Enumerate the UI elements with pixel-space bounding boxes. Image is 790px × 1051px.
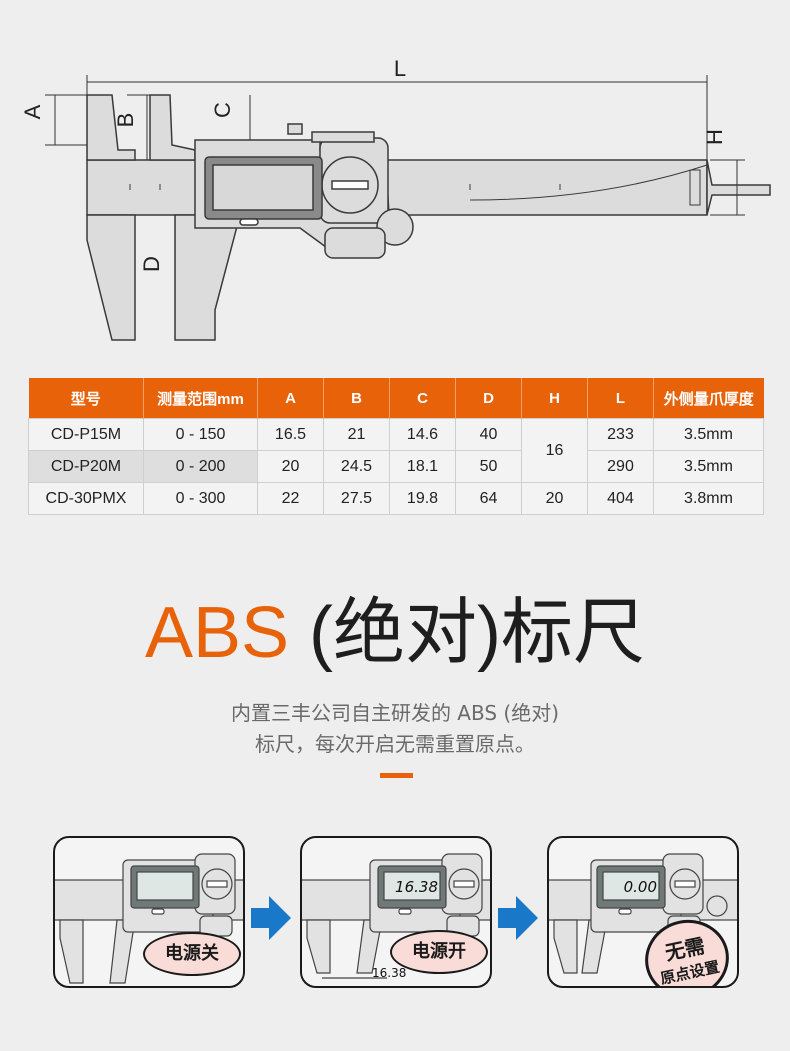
cell-C: 18.1 xyxy=(389,450,456,483)
header-D: D xyxy=(455,378,522,419)
caliper-closeup-icon xyxy=(55,853,243,984)
caliper-beam xyxy=(86,159,708,216)
measurement-label: 16.38 xyxy=(372,966,406,980)
cell-L: 404 xyxy=(587,482,654,515)
step-panel-no-zero-reset: 0.00 无需 原点设置 xyxy=(547,836,739,988)
cell-B: 24.5 xyxy=(323,450,390,483)
lcd-reading: 16.38 xyxy=(395,878,438,896)
header-H: H xyxy=(521,378,588,419)
description-line-1: 内置三丰公司自主研发的 ABS (绝对) xyxy=(230,701,560,725)
cell-D: 40 xyxy=(455,418,522,451)
arrow-right-icon xyxy=(251,896,291,940)
dim-label-B: B xyxy=(113,113,138,128)
badge-power-off: 电源关 xyxy=(143,932,241,976)
table-header-row: 型号 测量范围mm A B C D H L 外侧量爪厚度 xyxy=(28,378,764,419)
header-range: 测量范围mm xyxy=(143,378,258,419)
table-row: CD-P15M 0 - 150 16.5 21 14.6 40 16 233 3… xyxy=(28,418,764,483)
dim-label-C: C xyxy=(210,102,235,118)
cell-A: 22 xyxy=(257,482,324,515)
cell-range: 0 - 150 xyxy=(143,418,258,451)
cell-model: CD-P20M xyxy=(28,450,144,483)
caliper-closeup-icon: 16.38 16.38 xyxy=(302,853,490,980)
cell-thickness: 3.8mm xyxy=(653,482,764,515)
headline-accent: ABS xyxy=(144,593,290,673)
dim-label-H: H xyxy=(702,129,727,145)
headline: ABS (绝对)标尺 xyxy=(0,588,790,678)
spec-table: 型号 测量范围mm A B C D H L 外侧量爪厚度 CD-P15M 0 -… xyxy=(28,378,764,515)
caliper-dimension-diagram: L A B C D H xyxy=(20,56,771,341)
step-panel-power-off: 电源关 xyxy=(53,836,245,988)
cell-A: 20 xyxy=(257,450,324,483)
dim-label-A: A xyxy=(20,104,45,119)
dim-label-D: D xyxy=(139,256,164,272)
cell-range: 0 - 200 xyxy=(143,450,258,483)
badge-power-on: 电源开 xyxy=(390,930,488,974)
header-thickness: 外侧量爪厚度 xyxy=(653,378,764,419)
divider-bar xyxy=(380,773,413,778)
description-line-2: 标尺，每次开启无需重置原点。 xyxy=(255,732,535,756)
arrow-right-icon xyxy=(498,896,538,940)
headline-rest: (绝对)标尺 xyxy=(289,593,646,673)
cell-thickness: 3.5mm xyxy=(653,450,764,483)
cell-C: 19.8 xyxy=(389,482,456,515)
cell-D: 50 xyxy=(455,450,522,483)
header-B: B xyxy=(323,378,390,419)
header-A: A xyxy=(257,378,324,419)
cell-L: 290 xyxy=(587,450,654,483)
cell-B: 27.5 xyxy=(323,482,390,515)
dim-label-L: L xyxy=(394,56,406,81)
cell-thickness: 3.5mm xyxy=(653,418,764,451)
cell-model: CD-P15M xyxy=(28,418,144,451)
header-C: C xyxy=(389,378,456,419)
cell-range: 0 - 300 xyxy=(143,482,258,515)
header-model: 型号 xyxy=(28,378,144,419)
step-panel-power-on: 16.38 16.38 电源开 xyxy=(300,836,492,988)
header-L: L xyxy=(587,378,654,419)
cell-B: 21 xyxy=(323,418,390,451)
cell-L: 233 xyxy=(587,418,654,451)
table-row: CD-30PMX 0 - 300 22 27.5 19.8 64 20 404 … xyxy=(28,482,764,515)
cell-A: 16.5 xyxy=(257,418,324,451)
caliper-closeup-icon: 0.00 xyxy=(549,853,737,974)
cell-C: 14.6 xyxy=(389,418,456,451)
cell-D: 64 xyxy=(455,482,522,515)
table-row: CD-P20M 0 - 200 20 24.5 18.1 50 290 3.5m… xyxy=(28,450,764,483)
cell-model: CD-30PMX xyxy=(28,482,144,515)
lcd-reading: 0.00 xyxy=(624,878,657,896)
cell-H: 16 xyxy=(521,418,588,483)
cell-H: 20 xyxy=(521,482,588,515)
